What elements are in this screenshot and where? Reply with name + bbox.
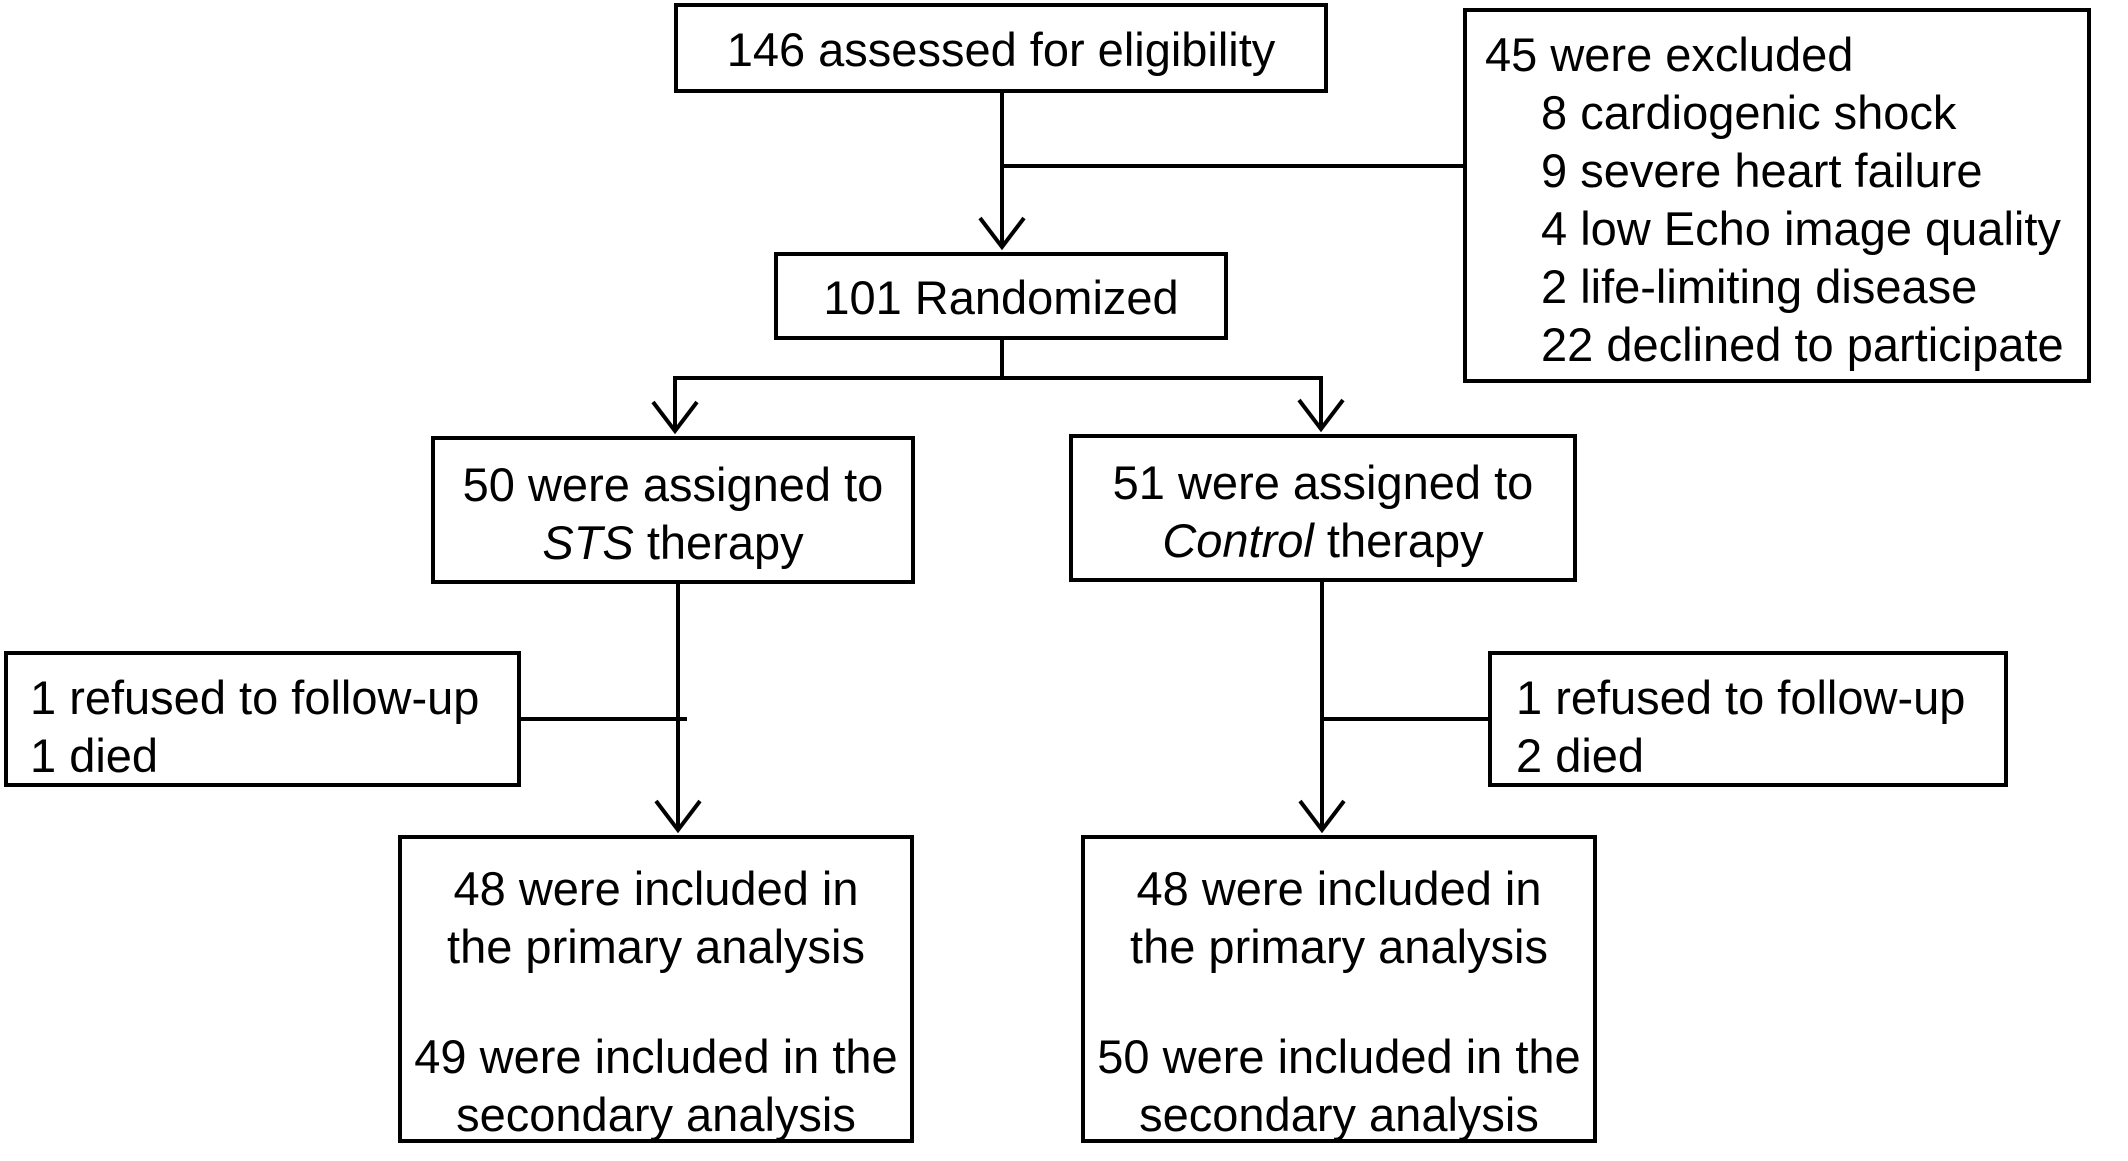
control-arm-box: 51 were assigned to Control therapy	[1069, 434, 1577, 582]
sts-primary-line: the primary analysis	[447, 920, 865, 973]
sts-primary-line: 48 were included in	[453, 862, 859, 915]
arrowhead-randomized	[978, 216, 1026, 251]
excluded-reason: 8 cardiogenic shock	[1541, 86, 1957, 139]
sts-secondary-line: 49 were included in the	[414, 1030, 898, 1083]
spacer	[1085, 976, 1593, 1028]
control-arm-line2: Control therapy	[1073, 512, 1573, 570]
excluded-reason: 2 life-limiting disease	[1541, 260, 1978, 313]
control-loss-line: 1 refused to follow-up	[1516, 671, 1966, 724]
control-primary-line: the primary analysis	[1130, 920, 1548, 973]
excluded-box: 45 were excluded 8 cardiogenic shock 9 s…	[1463, 8, 2091, 383]
randomized-text: 101 Randomized	[823, 271, 1179, 324]
control-primary-line: 48 were included in	[1136, 862, 1542, 915]
excluded-reason: 4 low Echo image quality	[1541, 202, 2061, 255]
arrowhead-control	[1297, 398, 1345, 433]
excluded-reason: 22 declined to participate	[1541, 318, 2064, 371]
control-loss-box: 1 refused to follow-up 2 died	[1488, 651, 2008, 787]
sts-analysis-box: 48 were included in the primary analysis…	[398, 835, 914, 1143]
randomized-box: 101 Randomized	[774, 252, 1228, 340]
control-group-name: Control	[1162, 514, 1314, 567]
eligibility-text: 146 assessed for eligibility	[726, 23, 1276, 76]
sts-loss-box: 1 refused to follow-up 1 died	[4, 651, 521, 787]
arrowhead-sts	[651, 400, 699, 435]
sts-loss-line: 1 refused to follow-up	[30, 671, 480, 724]
sts-group-name: STS	[542, 516, 634, 569]
control-arm-line1: 51 were assigned to	[1112, 456, 1534, 509]
control-secondary-line: secondary analysis	[1139, 1088, 1539, 1141]
sts-arm-line2: STS therapy	[435, 514, 911, 572]
excluded-reason: 9 severe heart failure	[1541, 144, 1983, 197]
control-analysis-box: 48 were included in the primary analysis…	[1081, 835, 1597, 1143]
arrowhead-sts-analysis	[654, 799, 702, 834]
arrowhead-control-analysis	[1298, 799, 1346, 834]
sts-arm-suffix: therapy	[633, 516, 804, 569]
sts-secondary-line: secondary analysis	[456, 1088, 856, 1141]
control-secondary-line: 50 were included in the	[1097, 1030, 1581, 1083]
eligibility-box: 146 assessed for eligibility	[674, 3, 1328, 93]
excluded-title: 45 were excluded	[1485, 28, 1854, 81]
spacer	[402, 976, 910, 1028]
control-arm-suffix: therapy	[1313, 514, 1484, 567]
control-loss-line: 2 died	[1516, 729, 1645, 782]
sts-arm-box: 50 were assigned to STS therapy	[431, 436, 915, 584]
sts-arm-line1: 50 were assigned to	[462, 458, 884, 511]
sts-loss-line: 1 died	[30, 729, 159, 782]
